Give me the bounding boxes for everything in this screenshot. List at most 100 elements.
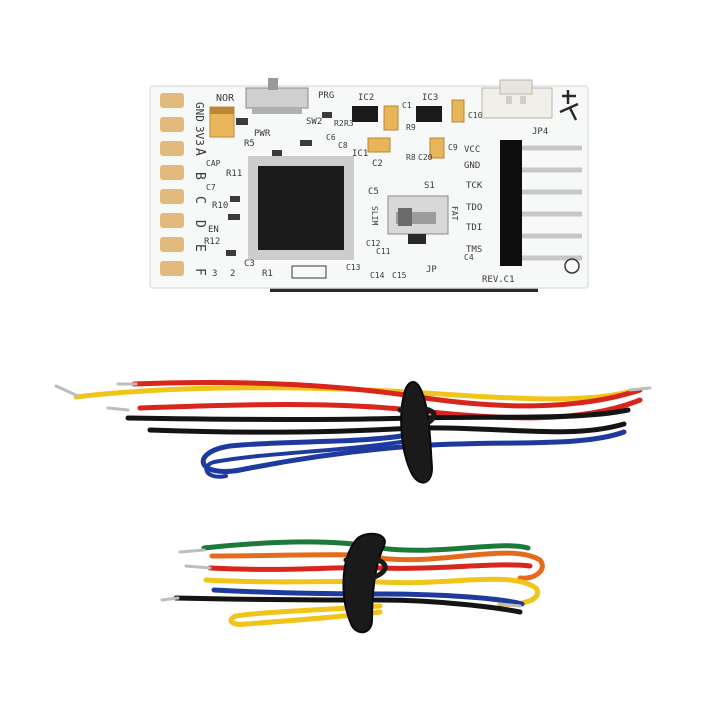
black-wire	[147, 421, 627, 435]
label-r8: R8	[406, 153, 416, 162]
logo-mark	[559, 90, 579, 121]
edge-pad	[160, 141, 184, 156]
label-tdo: TDO	[466, 203, 482, 213]
blue-wire	[211, 587, 525, 607]
wire-end	[160, 596, 180, 602]
long-wire-bundle	[54, 380, 652, 484]
tantalum-capacitor	[451, 99, 465, 123]
edge-pad	[160, 189, 184, 204]
label-r10: R10	[212, 201, 228, 211]
label-c4: C4	[464, 253, 474, 262]
tantalum-capacitor	[367, 137, 391, 153]
pad-label-3v3: 3V3	[193, 126, 206, 146]
label-slim: SLIM	[370, 206, 379, 225]
connector-pin	[506, 96, 512, 104]
label-r5: R5	[244, 139, 255, 149]
switch-knob	[398, 208, 412, 226]
jst-connector	[481, 79, 553, 119]
header-plastic	[500, 140, 522, 266]
label-en: EN	[208, 225, 219, 235]
label-fat: FAT	[450, 206, 459, 221]
yellow-wire-loop	[228, 603, 383, 627]
regulator-ic3	[416, 106, 442, 122]
yellow-wire	[203, 576, 540, 607]
twist-tie	[397, 405, 437, 427]
black-wire	[173, 595, 523, 615]
pad-label-gnd: GND	[193, 102, 206, 122]
smd-part	[322, 112, 332, 118]
label-gnd: GND	[464, 161, 480, 171]
regulator-ic2	[352, 106, 378, 122]
label-2: 2	[230, 269, 235, 279]
label-c11: C11	[376, 247, 391, 256]
label-prg: PRG	[318, 91, 334, 101]
label-cap: CAP	[206, 159, 221, 168]
smd-part	[300, 140, 312, 146]
twist-tie	[343, 555, 388, 581]
pin-header	[500, 140, 582, 266]
pad-label-b: B	[192, 172, 207, 180]
edge-pad	[160, 213, 184, 228]
edge-pad	[160, 261, 184, 276]
slim-fat-switch	[387, 195, 449, 244]
wire-end	[628, 386, 652, 392]
tantalum-capacitor	[383, 105, 399, 131]
smd-part	[230, 196, 240, 202]
blue-wire-loop	[204, 438, 416, 479]
program-switch	[245, 78, 309, 114]
chip-body	[258, 166, 344, 250]
orange-wire	[209, 550, 545, 581]
capacitor-band	[210, 107, 234, 114]
smd-part	[272, 150, 282, 156]
label-c15: C15	[392, 271, 407, 280]
label-r3: R3	[344, 119, 354, 128]
label-tck: TCK	[466, 181, 483, 191]
short-wire-bundle	[160, 532, 545, 634]
smd-part	[226, 250, 236, 256]
label-c3: C3	[244, 259, 255, 269]
jumper-pad	[291, 265, 327, 279]
edge-pad	[160, 117, 184, 132]
label-r2: R2	[334, 119, 344, 128]
label-rev: REV.C1	[482, 275, 515, 285]
pad-label-a: A	[192, 148, 207, 156]
label-c14: C14	[370, 271, 385, 280]
label-r12: R12	[204, 237, 220, 247]
edge-pad	[160, 93, 184, 108]
label-tdi: TDI	[466, 223, 482, 233]
label-nor: NOR	[216, 93, 235, 104]
left-edge-pads	[160, 93, 184, 276]
wire-end	[184, 564, 212, 570]
blue-wire	[200, 429, 627, 474]
mounting-mark	[564, 258, 580, 274]
label-c12: C12	[366, 239, 381, 248]
wire-end	[106, 406, 130, 412]
label-c5: C5	[368, 187, 379, 197]
label-vcc: VCC	[464, 145, 480, 155]
label-r9: R9	[406, 123, 416, 132]
label-c8: C8	[338, 141, 348, 150]
black-wire	[125, 407, 631, 422]
label-c10: C10	[468, 111, 483, 120]
label-ic3: IC3	[422, 93, 438, 103]
red-wire	[207, 562, 533, 572]
label-jp: JP	[426, 265, 437, 275]
label-s1: S1	[424, 181, 435, 191]
wire-end	[54, 384, 80, 398]
pad-label-d: D	[192, 220, 207, 228]
label-tms: TMS	[466, 245, 482, 255]
label-c6: C6	[326, 133, 336, 142]
label-c7: C7	[206, 183, 216, 192]
connector-top	[499, 79, 533, 95]
edge-pad	[160, 165, 184, 180]
pad-label-e: E	[192, 244, 207, 252]
connector-pin	[520, 96, 526, 104]
wire-end	[178, 548, 206, 554]
switch-knob	[268, 78, 278, 90]
label-3: 3	[212, 269, 217, 279]
switch-base	[252, 108, 302, 114]
pad-label-f: F	[192, 268, 207, 276]
label-jp4: JP4	[532, 127, 548, 137]
label-pwr: PWR	[254, 129, 271, 139]
